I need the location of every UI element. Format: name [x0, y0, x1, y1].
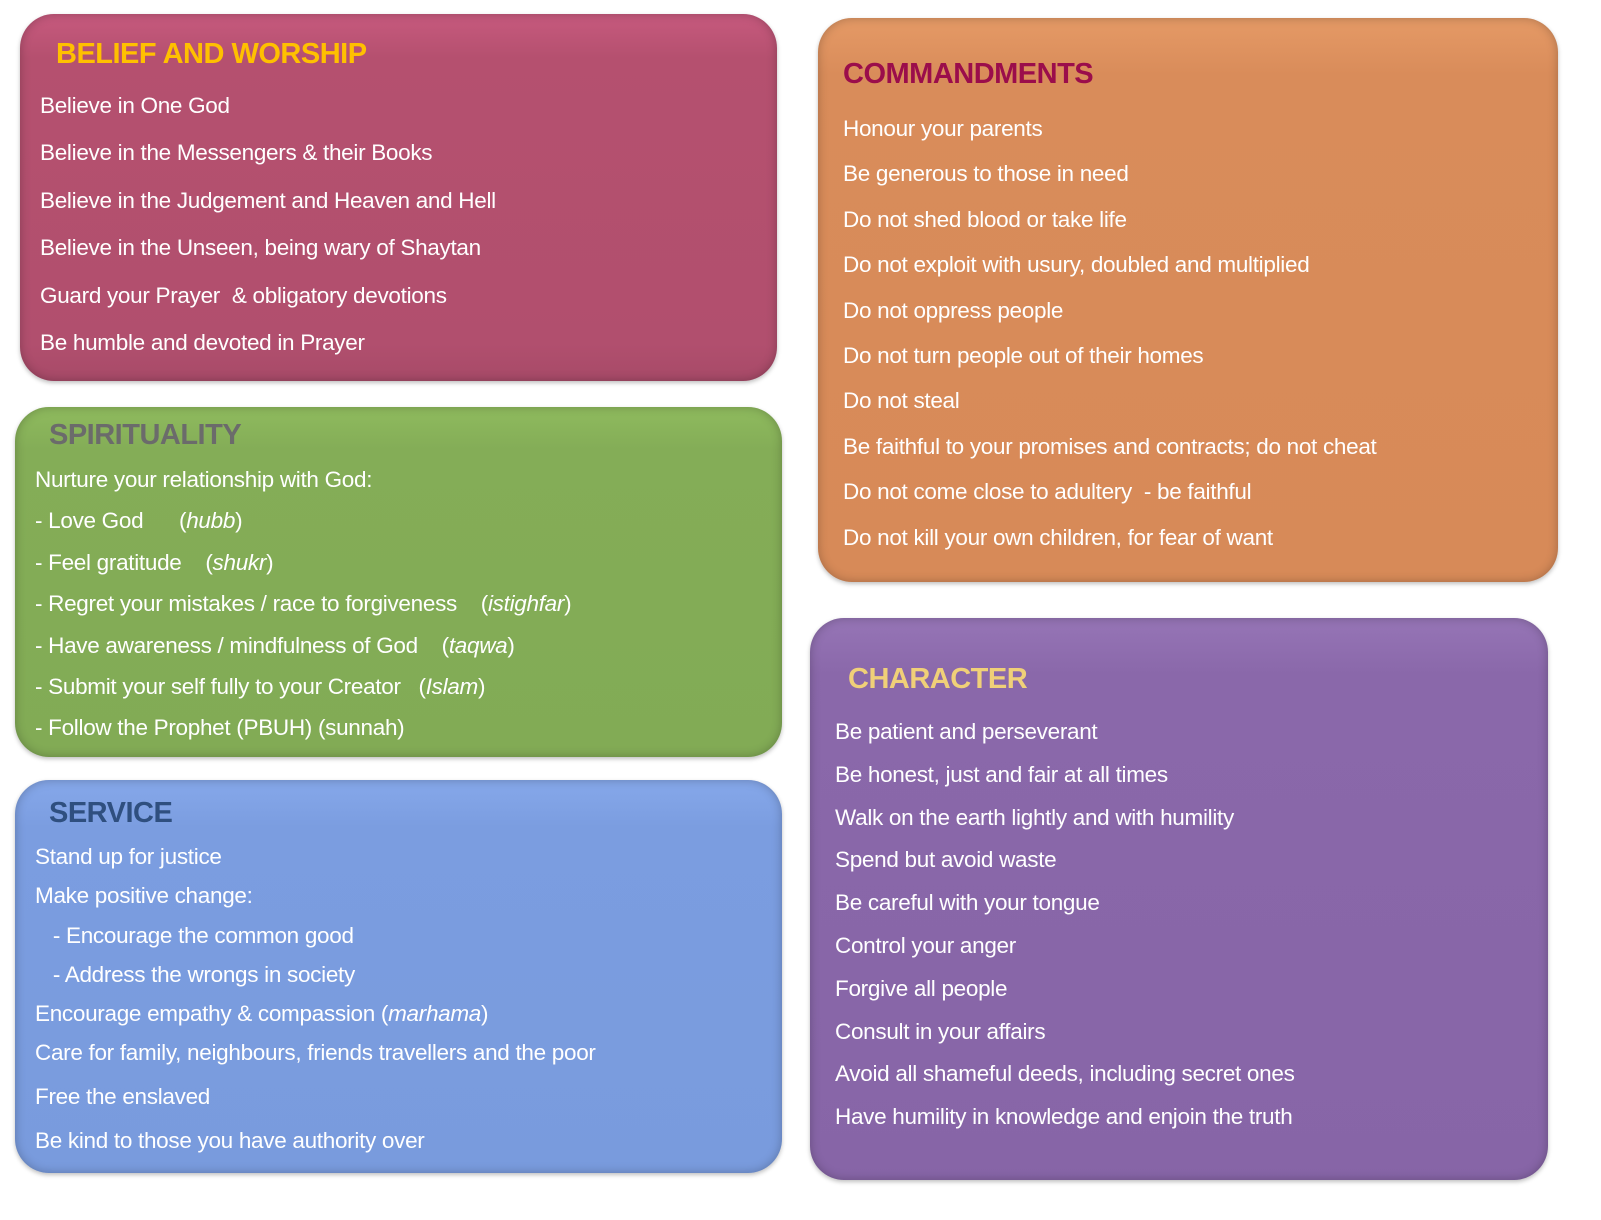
list-item: Care for family, neighbours, friends tra…	[35, 1040, 596, 1066]
item-close: )	[507, 632, 515, 658]
list-item: Believe in the Unseen, being wary of Sha…	[40, 235, 481, 261]
panel-title: SPIRITUALITY	[49, 419, 242, 451]
character-panel: CHARACTER Be patient and perseverant Be …	[810, 618, 1548, 1180]
item-text: - Love God (	[35, 508, 187, 534]
list-item: Encourage empathy & compassion (marhama)	[35, 1001, 596, 1040]
belief-list: Believe in One God Believe in the Messen…	[40, 93, 496, 377]
item-close: )	[481, 1001, 489, 1027]
list-item: Be generous to those in need	[843, 161, 1129, 187]
list-item: Guard your Prayer & obligatory devotions	[40, 282, 447, 308]
list-item: Do not come close to adultery - be faith…	[843, 479, 1252, 505]
commandments-panel: COMMANDMENTS Honour your parents Be gene…	[818, 18, 1558, 582]
item-text: - Follow the Prophet (PBUH) (sunnah)	[35, 715, 405, 741]
list-item: Be careful with your tongue	[835, 890, 1100, 916]
list-item: Make positive change:	[35, 883, 253, 909]
list-item: Be humble and devoted in Prayer	[40, 329, 365, 355]
list-item: Believe in One God	[40, 93, 230, 118]
list-item: Free the enslaved	[35, 1084, 211, 1110]
list-item: - Regret your mistakes / race to forgive…	[35, 591, 572, 632]
item-text: - Submit your self fully to your Creator…	[35, 673, 426, 699]
item-close: )	[235, 508, 243, 534]
list-item: Control your anger	[835, 932, 1016, 958]
list-item: Do not steal	[843, 388, 960, 414]
list-item: Do not shed blood or take life	[843, 206, 1127, 232]
list-item: Consult in your affairs	[835, 1018, 1046, 1044]
list-item: Believe in the Judgement and Heaven and …	[40, 187, 496, 213]
arabic-term: hubb	[186, 508, 236, 534]
panel-title: CHARACTER	[848, 663, 1028, 695]
list-item: - Encourage the common good	[35, 922, 354, 948]
panel-title: SERVICE	[49, 797, 173, 829]
belief-and-worship-panel: BELIEF AND WORSHIP Believe in One God Be…	[20, 14, 777, 381]
panel-title: COMMANDMENTS	[843, 58, 1094, 90]
list-item: - Address the wrongs in society	[35, 961, 355, 987]
list-item: Do not kill your own children, for fear …	[843, 524, 1273, 550]
list-intro: Nurture your relationship with God:	[35, 467, 373, 492]
list-item: Be patient and perseverant	[835, 719, 1098, 744]
list-item: - Feel gratitude (shukr)	[35, 550, 571, 591]
item-close: )	[477, 673, 486, 699]
list-item: Avoid all shameful deeds, including secr…	[835, 1061, 1295, 1087]
arabic-term: Islam	[425, 673, 479, 699]
list-item: Honour your parents	[843, 116, 1043, 141]
item-text: - Regret your mistakes / race to forgive…	[35, 591, 488, 617]
item-text: - Have awareness / mindfulness of God (	[35, 632, 449, 658]
list-item: Be honest, just and fair at all times	[835, 761, 1168, 787]
list-item: Spend but avoid waste	[835, 847, 1057, 873]
service-panel: SERVICE Stand up for justice Make positi…	[15, 780, 782, 1173]
list-item: - Submit your self fully to your Creator…	[35, 674, 571, 715]
list-item: Walk on the earth lightly and with humil…	[835, 804, 1234, 830]
list-item: Have humility in knowledge and enjoin th…	[835, 1104, 1293, 1130]
list-item: Stand up for justice	[35, 844, 222, 869]
list-item: Do not exploit with usury, doubled and m…	[843, 252, 1310, 278]
list-item: - Love God (hubb)	[35, 508, 571, 549]
spirituality-panel: SPIRITUALITY Nurture your relationship w…	[15, 407, 782, 757]
item-close: )	[564, 591, 572, 617]
service-list: Stand up for justice Make positive chang…	[35, 844, 596, 1168]
list-item: Be kind to those you have authority over	[35, 1128, 425, 1154]
arabic-term: istighfar	[487, 591, 565, 617]
list-item: - Follow the Prophet (PBUH) (sunnah)	[35, 715, 571, 756]
item-text: Encourage empathy & compassion (	[35, 1001, 389, 1027]
spirituality-list: Nurture your relationship with God: - Lo…	[35, 467, 572, 757]
item-close: )	[266, 549, 274, 575]
list-item: Be faithful to your promises and contrac…	[843, 433, 1377, 459]
panel-title: BELIEF AND WORSHIP	[56, 38, 367, 70]
list-item: - Have awareness / mindfulness of God (t…	[35, 633, 571, 674]
arabic-term: shukr	[212, 549, 267, 575]
item-text: - Feel gratitude (	[35, 549, 213, 575]
list-item: Forgive all people	[835, 975, 1008, 1001]
commandments-list: Honour your parents Be generous to those…	[843, 116, 1377, 570]
list-item: Do not turn people out of their homes	[843, 342, 1204, 368]
list-item: Do not oppress people	[843, 297, 1064, 323]
list-item: Believe in the Messengers & their Books	[40, 140, 433, 166]
arabic-term: marhama	[388, 1001, 482, 1027]
arabic-term: taqwa	[448, 632, 508, 658]
character-list: Be patient and perseverant Be honest, ju…	[835, 719, 1295, 1147]
